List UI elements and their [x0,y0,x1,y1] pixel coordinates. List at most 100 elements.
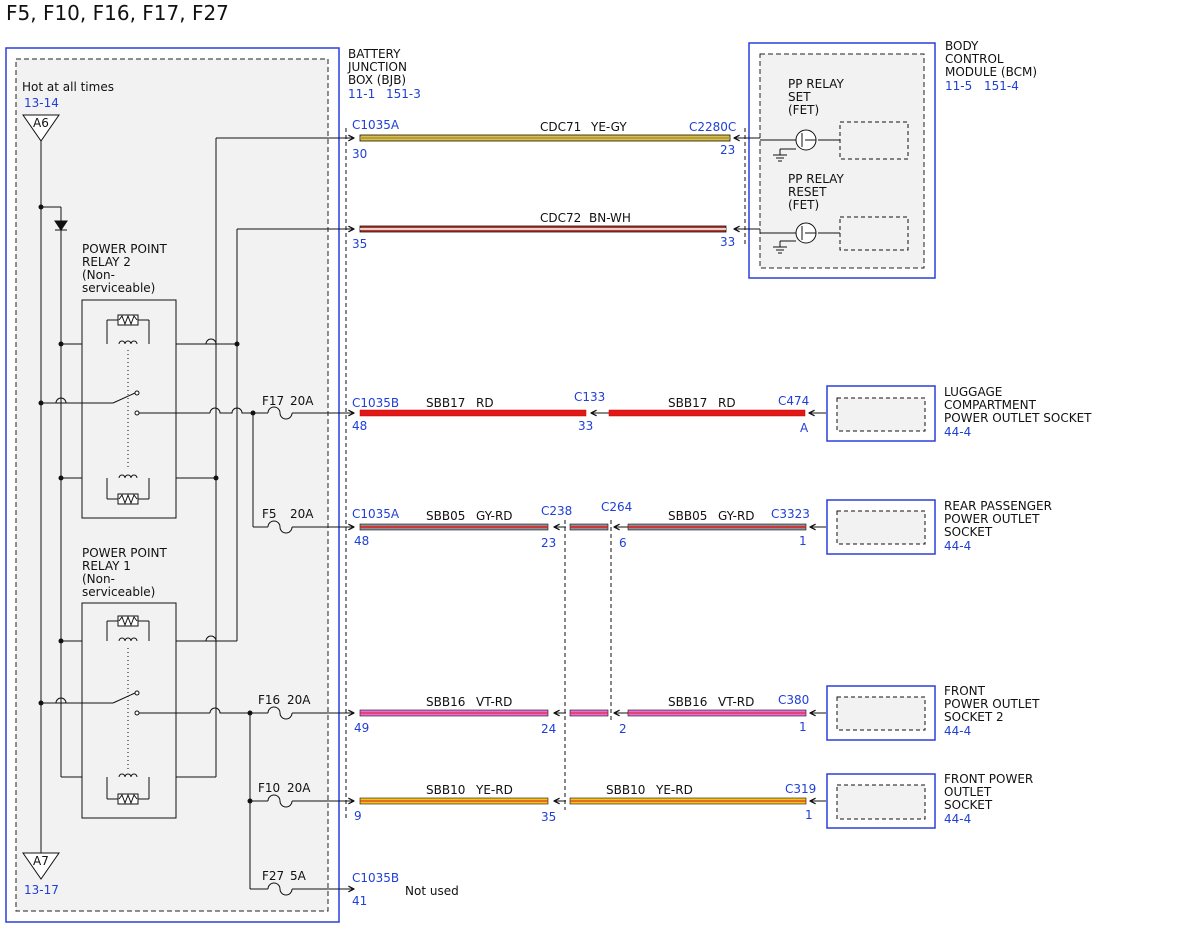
svg-text:JUNCTION: JUNCTION [347,60,407,74]
svg-text:(Non-: (Non- [82,572,115,586]
wire-sbb16-color: VT-RD [476,695,512,709]
wire-sbb16 [359,710,826,716]
pin-30: 30 [352,147,367,161]
wire-sbb16-2-label: SBB16 [668,695,707,709]
fuse-f5-rating: 20A [290,507,314,521]
svg-text:BATTERY: BATTERY [348,47,401,61]
load-rear-socket [826,499,936,555]
load-rear-label: REAR PASSENGER POWER OUTLET SOCKET 44-4 [944,499,1052,553]
fuse-labels: F17 20A F5 20A F16 20A F10 20A F27 5A [258,394,314,883]
wire-sbb05-2-color: GY-RD [718,509,755,523]
pin-2: 2 [619,722,627,736]
wire-cdc72 [359,225,760,233]
load-luggage-socket [826,385,936,442]
wire-cdc71 [359,134,760,142]
fuse-f16-rating: 20A [287,693,311,707]
fuse-f17-rating: 20A [290,394,314,408]
conn-c2280c: C2280C [689,120,736,134]
svg-text:BODY: BODY [945,39,979,53]
conn-c474: C474 [778,394,809,408]
svg-text:(Non-: (Non- [82,268,115,282]
pin-1-c380: 1 [799,720,807,734]
fuse-f16-name: F16 [258,693,280,707]
load-luggage-label: LUGGAGE COMPARTMENT POWER OUTLET SOCKET … [944,385,1092,439]
svg-text:SET: SET [788,90,811,104]
svg-text:(FET): (FET) [788,103,819,117]
svg-text:MODULE (BCM): MODULE (BCM) [945,65,1037,79]
node-a6 [22,114,60,142]
relay-2-bridges [55,338,253,414]
wire-sbb16-label: SBB16 [426,695,465,709]
bcm-fet-set [760,121,909,162]
svg-text:11-1: 11-1 [348,87,375,101]
svg-text:SOCKET 2: SOCKET 2 [944,710,1004,724]
load-front-socket-2 [826,685,936,741]
svg-text:RESET: RESET [788,185,827,199]
wire-sbb05-label: SBB05 [426,509,465,523]
wire-sbb10 [359,798,826,804]
fuse-f5-name: F5 [262,507,277,521]
conn-c1035b-1: C1035B [352,396,399,410]
fuse-branches [249,406,354,896]
pin-1-c3323: 1 [799,534,807,548]
pin-35-c: 35 [541,810,556,824]
svg-text:151-3: 151-3 [386,87,421,101]
svg-text:44-4: 44-4 [944,724,971,738]
node-a6-label: A6 [33,116,49,130]
svg-text:RELAY 1: RELAY 1 [82,559,131,573]
load-front-label: FRONT POWER OUTLET SOCKET 44-4 [944,772,1033,826]
svg-text:11-5: 11-5 [945,79,972,93]
pin-48-b: 48 [354,534,369,548]
svg-text:POWER OUTLET SOCKET: POWER OUTLET SOCKET [944,411,1092,425]
bcm-label: BODY CONTROL MODULE (BCM) 11-5 151-4 [945,39,1037,93]
svg-text:BOX (BJB): BOX (BJB) [348,73,406,87]
pin-23-c238: 23 [541,536,556,550]
svg-text:SOCKET: SOCKET [944,798,993,812]
svg-text:SOCKET: SOCKET [944,525,993,539]
svg-text:POWER OUTLET: POWER OUTLET [944,512,1040,526]
diagram-title: F5, F10, F16, F17, F27 [6,1,229,25]
pin-6-c264: 6 [619,536,627,550]
conn-c319: C319 [785,782,816,796]
wire-sbb17-2-color: RD [718,396,736,410]
conn-c1035b-2: C1035B [352,871,399,885]
relay-1 [41,602,250,819]
pin-33-bcm: 33 [720,235,735,249]
wire-sbb10-color: YE-RD [475,783,513,797]
wire-sbb17 [359,410,826,416]
svg-text:FRONT: FRONT [944,684,986,698]
wire-sbb17-color: RD [476,396,494,410]
conn-c1035a-2: C1035A [352,507,400,521]
conn-c380: C380 [778,693,809,707]
svg-text:44-4: 44-4 [944,425,971,439]
svg-text:FRONT POWER: FRONT POWER [944,772,1033,786]
wire-sbb05-color: GY-RD [476,509,513,523]
conn-c264: C264 [601,500,632,514]
bcm-set-label: PP RELAY SET (FET) [788,77,844,117]
fuse-f10-name: F10 [258,781,280,795]
svg-text:PP RELAY: PP RELAY [788,172,844,186]
wire-sbb10-2-label: SBB10 [606,783,645,797]
hot-ref-bottom: 13-17 [24,883,59,897]
relay-1-label: POWER POINT RELAY 1 (Non- serviceable) [82,546,167,599]
svg-text:OUTLET: OUTLET [944,785,992,799]
svg-text:CONTROL: CONTROL [945,52,1004,66]
load-front-2-label: FRONT POWER OUTLET SOCKET 2 44-4 [944,684,1040,738]
wire-cdc71-color: YE-GY [590,120,627,134]
pin-35: 35 [352,237,367,251]
pin-1-c319: 1 [805,808,813,822]
svg-text:PP RELAY: PP RELAY [788,77,844,91]
pin-41: 41 [352,894,367,908]
svg-text:POWER OUTLET: POWER OUTLET [944,697,1040,711]
pin-23-bcm: 23 [720,143,735,157]
fuse-f27-rating: 5A [290,869,307,883]
wire-sbb10-2-color: YE-RD [655,783,693,797]
bcm-reset-label: PP RELAY RESET (FET) [788,172,844,212]
svg-text:(FET): (FET) [788,198,819,212]
node-a7-label: A7 [33,854,49,868]
wire-sbb17-label: SBB17 [426,396,465,410]
svg-text:RELAY 2: RELAY 2 [82,255,131,269]
pin-49: 49 [354,721,369,735]
svg-text:serviceable): serviceable) [82,281,155,295]
svg-text:44-4: 44-4 [944,539,971,553]
